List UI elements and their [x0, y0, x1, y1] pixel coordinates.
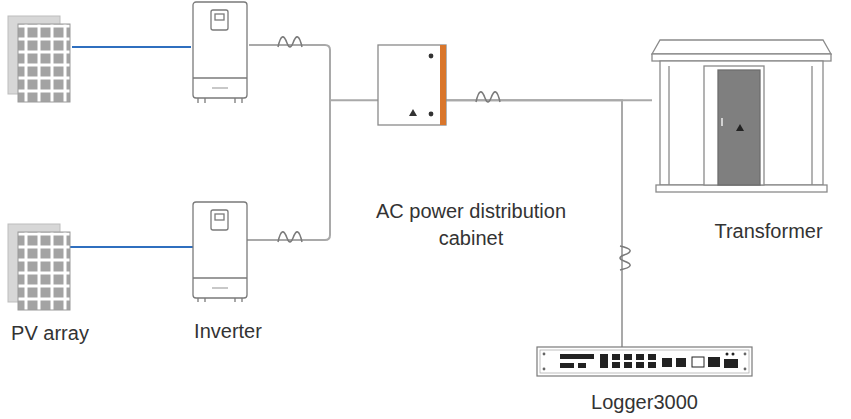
wire-connector — [446, 100, 622, 347]
pv-array-icon — [8, 224, 70, 310]
wire-line — [70, 246, 193, 248]
pv-array-node: PV array — [8, 224, 70, 310]
wire-line — [446, 100, 622, 347]
cabinet-node: AC power distribution cabinet — [378, 45, 446, 125]
pv-array-icon — [8, 16, 70, 102]
logger-node: Logger3000 — [537, 347, 752, 376]
cable-symbol — [278, 37, 630, 270]
wire-line — [247, 100, 378, 240]
inverter-icon — [193, 202, 247, 302]
transformer-node: Transformer — [652, 40, 831, 192]
node-label: AC power distribution cabinet — [364, 198, 579, 252]
node-label: PV array — [11, 320, 89, 347]
wire-connector — [247, 100, 378, 240]
transformer-icon — [652, 40, 831, 192]
inverter-icon — [193, 2, 247, 103]
inverter-node: Inverter — [193, 202, 247, 298]
node-label: Inverter — [194, 318, 262, 345]
node-label: Logger3000 — [591, 389, 698, 416]
dc-wire — [72, 46, 191, 48]
wire-connector — [70, 247, 193, 248]
node-label: Transformer — [714, 218, 822, 245]
logger-icon — [537, 347, 752, 376]
ac-wire — [249, 45, 330, 100]
cabinet-icon — [378, 45, 446, 125]
